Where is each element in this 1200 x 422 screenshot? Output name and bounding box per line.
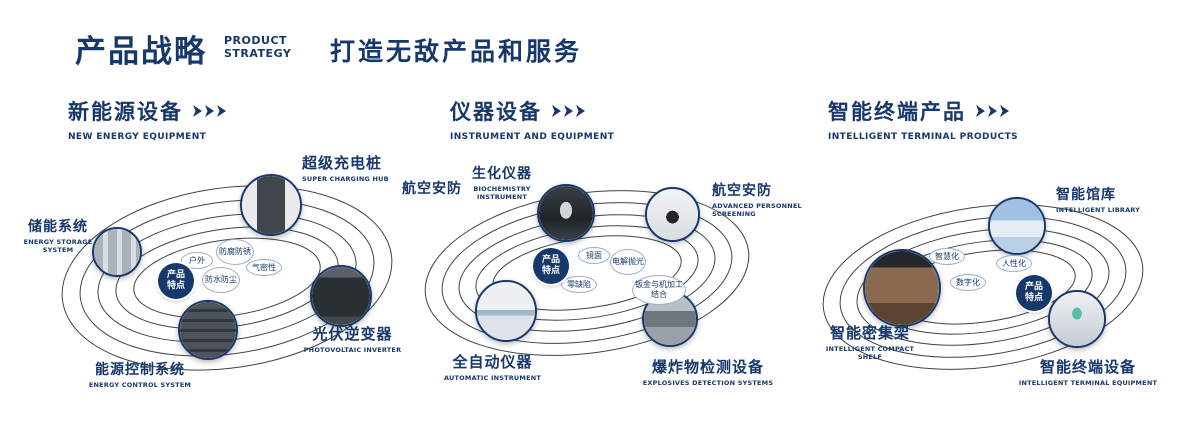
terminal-features-badge: 产品特点 <box>1016 275 1052 311</box>
intelligent-library-node <box>988 197 1046 255</box>
intelligent-terminal-node <box>1048 290 1106 348</box>
photovoltaic-inverter-image <box>312 267 370 325</box>
terminal-tag-digital: 数字化 <box>950 274 986 291</box>
triple-arrow-icon <box>193 105 226 117</box>
automatic-instrument-label: 全自动仪器 AUTOMATIC INSTRUMENT <box>444 353 541 382</box>
compact-shelf-node <box>863 249 941 327</box>
page-subtitle: PRODUCT STRATEGY <box>224 34 292 60</box>
energy-storage-label: 储能系统 ENERGY STORAGE SYSTEM <box>23 219 93 255</box>
biochemistry-instrument-image <box>539 186 593 240</box>
intelligent-terminal-label: 智能终端设备 INTELLIGENT TERMINAL EQUIPMENT <box>1018 358 1158 387</box>
energy-storage-image <box>94 229 140 275</box>
biochemistry-instrument-label: 生化仪器 BIOCHEMISTRY INSTRUMENT <box>472 166 532 202</box>
intelligent-library-label: 智能馆库 INTELLIGENT LIBRARY <box>1056 187 1141 214</box>
page-subtitle-line1: PRODUCT <box>224 34 288 47</box>
energy-tag-outdoor: 户外 <box>181 252 213 269</box>
personnel-screening-node <box>645 187 700 242</box>
super-charging-hub-label: 超级充电桩 SUPER CHARGING HUB <box>302 154 389 183</box>
instrument-tag-electropolish: 电解抛光 <box>610 249 646 275</box>
energy-tag-anticorrosion: 防腐防锈 <box>216 239 254 265</box>
energy-tag-airtight: 气密性 <box>246 259 282 276</box>
biochemistry-instrument-node <box>537 184 595 242</box>
super-charging-hub-node <box>240 174 302 236</box>
explosives-detection-label: 爆炸物检测设备 EXPLOSIVES DETECTION SYSTEMS <box>642 358 774 387</box>
terminal-orbit-rings <box>822 204 1144 370</box>
instrument-tag-zerodefect: 零缺陷 <box>561 276 597 293</box>
aviation-security-left-label: 航空安防 <box>402 181 462 197</box>
section-instrument-subtitle: INSTRUMENT AND EQUIPMENT <box>450 132 615 142</box>
photovoltaic-inverter-node <box>310 265 372 327</box>
section-energy-subtitle: NEW ENERGY EQUIPMENT <box>68 132 207 142</box>
energy-tag-waterproof: 防水防尘 <box>202 267 240 293</box>
terminal-tag-humanized: 人性化 <box>996 255 1032 272</box>
intelligent-terminal-image <box>1050 292 1104 346</box>
compact-shelf-image <box>865 251 939 325</box>
energy-control-node <box>178 300 238 360</box>
instrument-tag-sheetmetal: 钣金与机加工结合 <box>632 275 686 305</box>
page-title: 产品战略 <box>75 34 207 70</box>
compact-shelf-label: 智能密集架 INTELLIGENT COMPACT SHELF <box>825 324 915 362</box>
personnel-screening-image <box>647 189 698 240</box>
energy-control-label: 能源控制系统 ENERGY CONTROL SYSTEM <box>88 362 192 389</box>
section-terminal-title: 智能终端产品 <box>828 100 966 124</box>
photovoltaic-inverter-label: 光伏逆变器 PHOTOVOLTAIC INVERTER <box>303 325 402 354</box>
section-energy-header: 新能源设备 NEW ENERGY EQUIPMENT <box>68 96 226 142</box>
triple-arrow-icon <box>552 105 585 117</box>
automatic-instrument-node <box>475 280 537 342</box>
section-terminal-subtitle: INTELLIGENT TERMINAL PRODUCTS <box>828 132 1018 142</box>
section-instrument-title: 仪器设备 <box>450 100 542 124</box>
instrument-tag-mirror: 镜面 <box>578 247 610 264</box>
intelligent-library-image <box>990 199 1044 253</box>
automatic-instrument-image <box>477 282 535 340</box>
terminal-tag-smart: 智慧化 <box>929 248 965 265</box>
page-subtitle-line2: STRATEGY <box>224 46 292 60</box>
energy-control-image <box>180 302 236 358</box>
energy-features-badge: 产品特点 <box>158 263 194 299</box>
energy-storage-node <box>92 227 142 277</box>
page-tagline: 打造无敌产品和服务 <box>330 37 583 66</box>
instrument-features-badge: 产品特点 <box>533 248 569 284</box>
section-energy-title: 新能源设备 <box>68 100 183 124</box>
section-instrument-header: 仪器设备 INSTRUMENT AND EQUIPMENT <box>450 96 614 142</box>
section-terminal-header: 智能终端产品 INTELLIGENT TERMINAL PRODUCTS <box>828 96 1018 142</box>
super-charging-hub-image <box>242 176 300 234</box>
triple-arrow-icon <box>976 105 1009 117</box>
personnel-screening-label: 航空安防 ADVANCED PERSONNEL SCREENING <box>712 183 802 219</box>
